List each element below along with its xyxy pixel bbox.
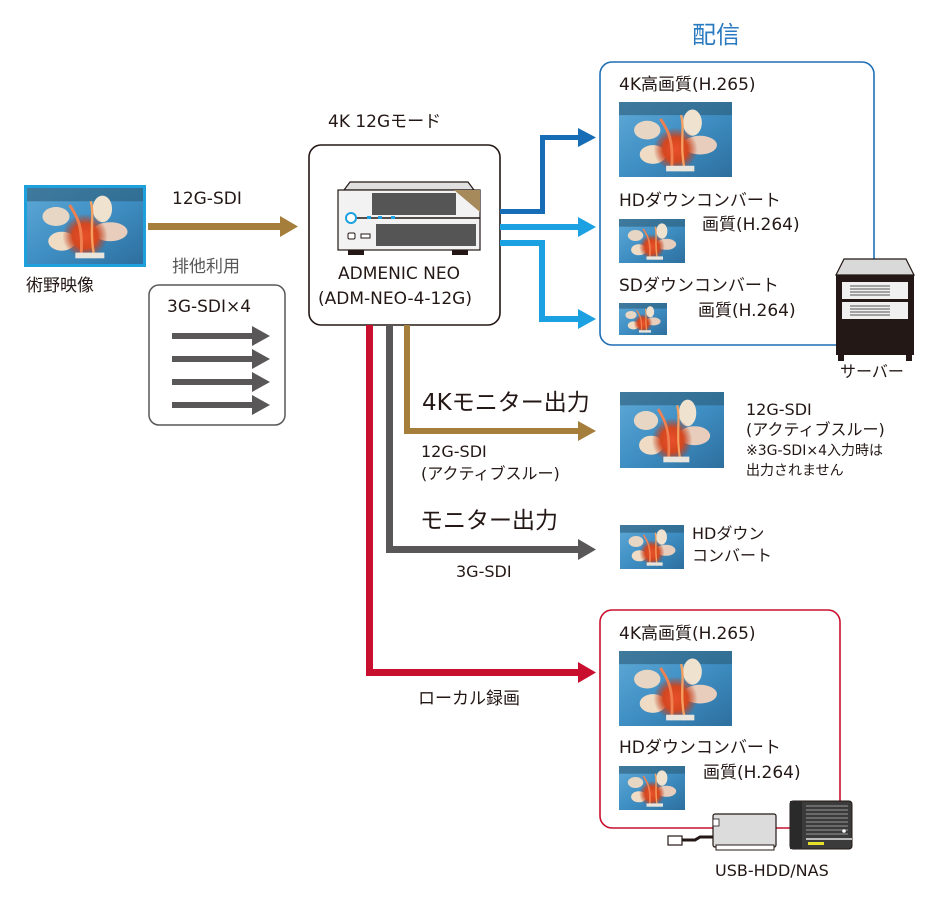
stream-item-label: HDダウンコンバート bbox=[619, 191, 781, 211]
monitor-4k-signal: 12G-SDI bbox=[421, 442, 487, 461]
alt-input-arrow bbox=[172, 395, 270, 415]
record-item-label: HDダウンコンバート bbox=[619, 738, 781, 758]
streaming-title: 配信 bbox=[692, 21, 740, 49]
monitor-4k-note: ※3G-SDI×4入力時は bbox=[746, 443, 883, 459]
stream-arrow-4k bbox=[500, 128, 596, 214]
server-label: サーバー bbox=[840, 362, 904, 381]
monitor-4k-arrow bbox=[404, 325, 596, 441]
encoder-device-icon bbox=[337, 181, 481, 255]
monitor-note: コンバート bbox=[692, 546, 773, 565]
alt-input-label: 3G-SDI×4 bbox=[167, 297, 252, 317]
stream-hd-thumbnail bbox=[619, 219, 685, 263]
input-signal-label: 12G-SDI bbox=[172, 189, 242, 209]
monitor-signal: 3G-SDI bbox=[456, 562, 512, 581]
record-arrow bbox=[366, 325, 596, 683]
exclusive-label: 排他利用 bbox=[172, 257, 240, 277]
monitor-4k-signal-mode: (アクティブスルー) bbox=[421, 464, 560, 483]
record-hd-thumbnail bbox=[619, 766, 685, 810]
alt-input-arrows bbox=[172, 326, 270, 415]
monitor-4k-note: 出力されません bbox=[746, 463, 844, 479]
stream-item-sublabel: 画質(H.264) bbox=[702, 215, 800, 235]
recording-title: ローカル録画 bbox=[418, 689, 520, 709]
stream-4k-thumbnail bbox=[619, 102, 732, 177]
device-model: (ADM-NEO-4-12G) bbox=[318, 289, 472, 309]
source-video-thumbnail bbox=[27, 188, 143, 264]
monitor-4k-thumbnail bbox=[620, 392, 724, 468]
stream-sd-thumbnail bbox=[619, 303, 667, 335]
record-4k-thumbnail bbox=[619, 651, 732, 726]
monitor-hd-thumbnail bbox=[620, 525, 684, 569]
usb-hdd-icon bbox=[667, 813, 777, 851]
stream-item-sublabel: 画質(H.264) bbox=[698, 301, 796, 321]
server-rack-icon bbox=[835, 258, 915, 361]
storage-label: USB-HDD/NAS bbox=[715, 861, 829, 880]
input-arrow-12g bbox=[148, 216, 298, 237]
device-mode-label: 4K 12Gモード bbox=[328, 112, 442, 132]
monitor-arrow bbox=[386, 325, 596, 560]
stream-arrow-sd bbox=[500, 240, 596, 329]
monitor-title: モニター出力 bbox=[420, 508, 558, 534]
alt-input-arrow bbox=[172, 372, 270, 392]
record-item-sublabel: 画質(H.264) bbox=[703, 763, 801, 783]
monitor-4k-title: 4Kモニター出力 bbox=[422, 390, 590, 416]
monitor-4k-note: (アクティブスルー) bbox=[746, 420, 885, 439]
stream-item-label: SDダウンコンバート bbox=[619, 276, 779, 296]
alt-input-arrow bbox=[172, 349, 270, 369]
alt-input-arrow bbox=[172, 326, 270, 346]
device-name: ADMENIC NEO bbox=[338, 264, 460, 284]
streaming-box bbox=[599, 61, 875, 346]
exclusive-input-box bbox=[148, 284, 286, 426]
monitor-note: HDダウン bbox=[692, 524, 765, 543]
stream-item-label: 4K高画質(H.265) bbox=[619, 75, 756, 95]
nas-icon bbox=[789, 800, 853, 850]
source-label: 術野映像 bbox=[26, 276, 94, 296]
stream-arrow-hd bbox=[500, 217, 596, 237]
monitor-4k-note: 12G-SDI bbox=[746, 400, 812, 419]
record-item-label: 4K高画質(H.265) bbox=[619, 624, 756, 644]
